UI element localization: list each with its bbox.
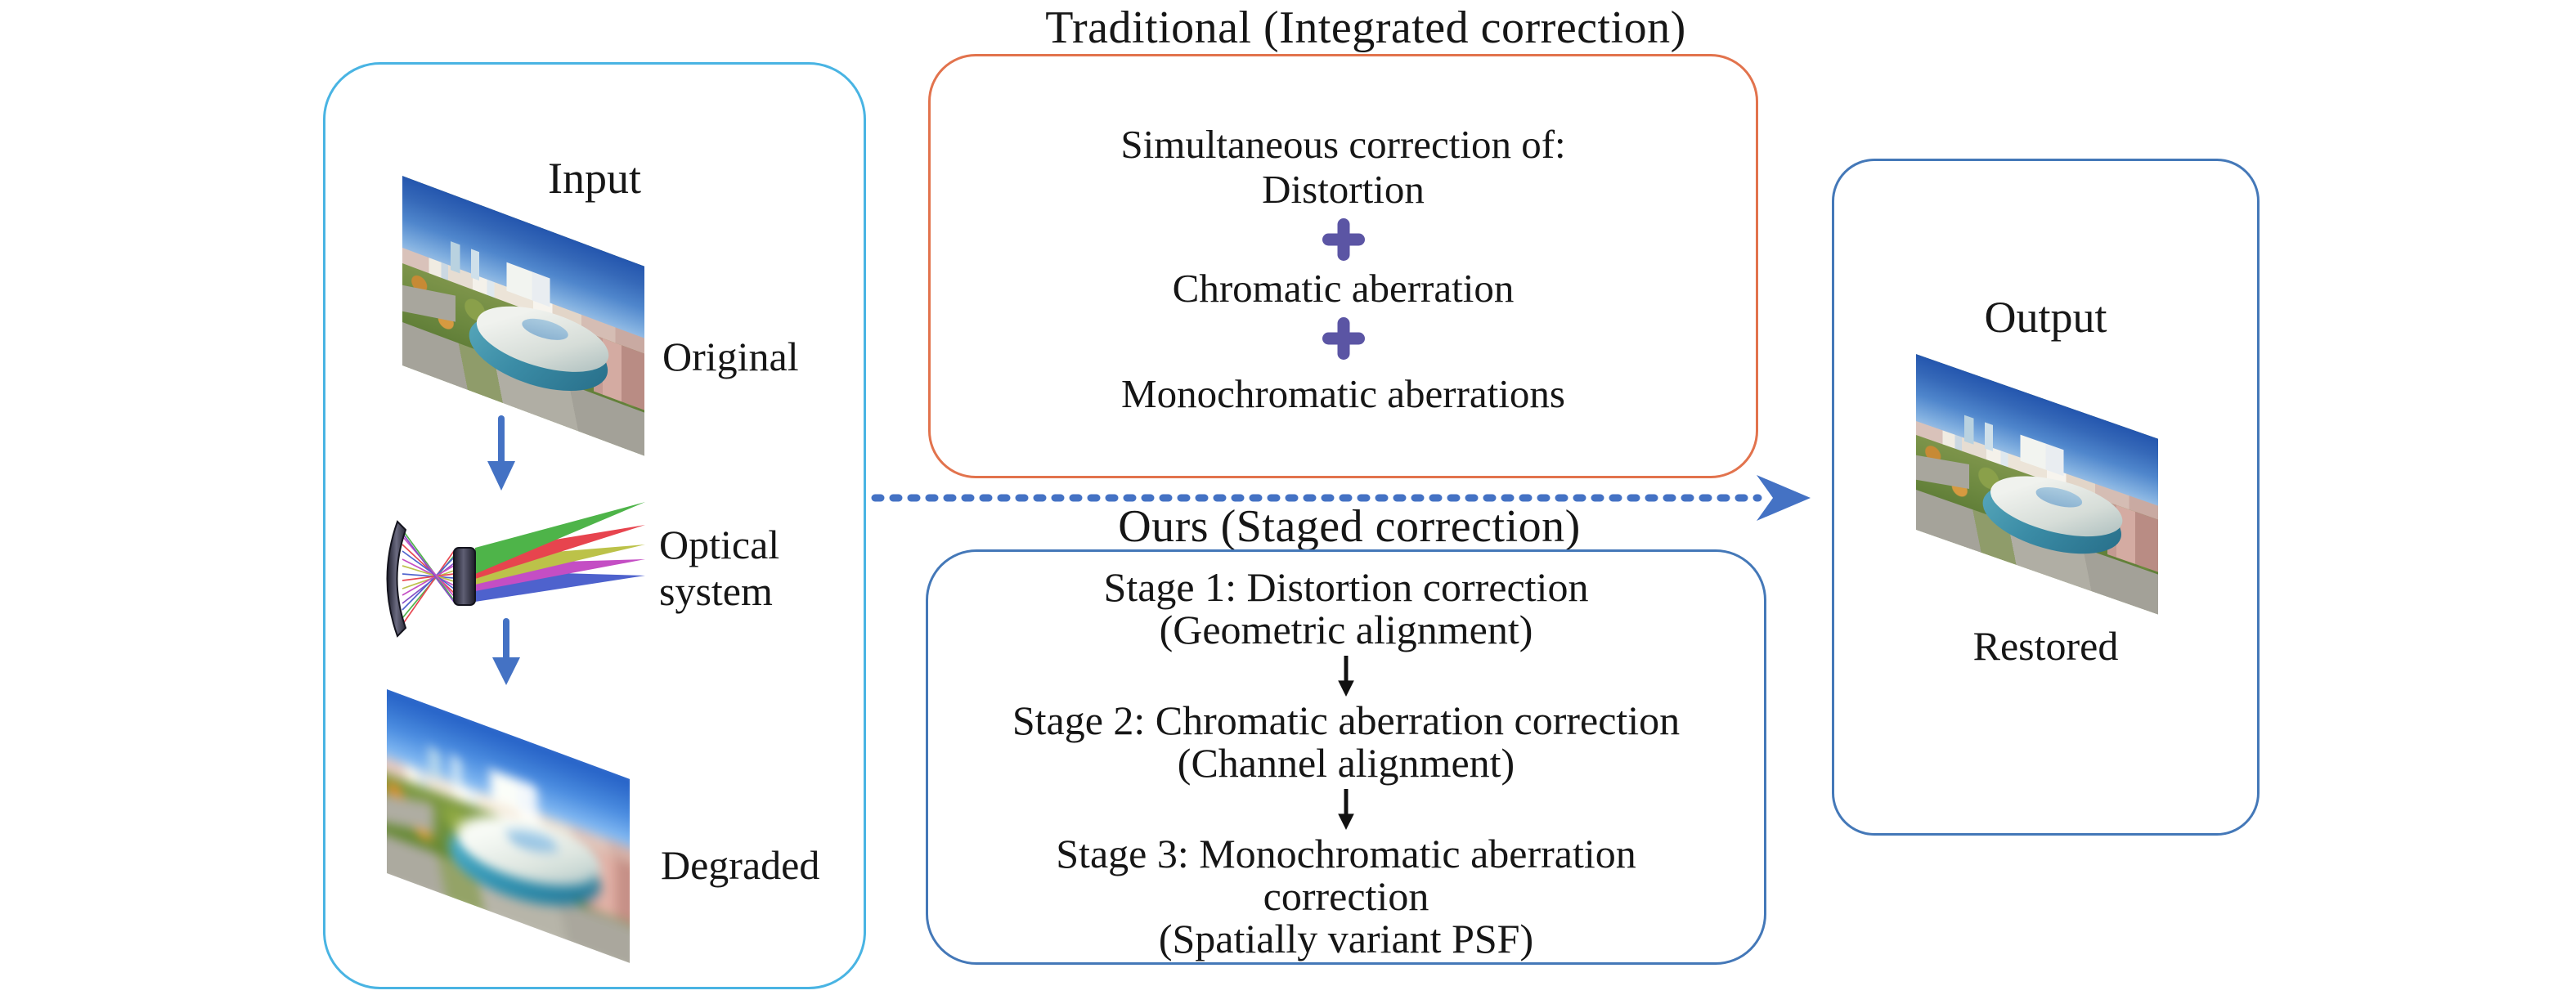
traditional-box-content: Simultaneous correction of: Distortion C… [933, 59, 1753, 473]
ray-bundle [402, 529, 455, 625]
traditional-line: Distortion [1262, 166, 1425, 212]
ours-title: Ours (Staged correction) [1118, 501, 1581, 552]
traditional-title: Traditional (Integrated correction) [1045, 2, 1686, 53]
staged-box: Stage 1: Distortion correction (Geometri… [926, 549, 1766, 965]
original-label: Original [662, 334, 799, 379]
stage1-line: Stage 1: Distortion correction [1103, 564, 1589, 610]
stage3-line2: correction [1263, 873, 1429, 919]
input-panel-title: Input [548, 154, 641, 203]
staged-box-content: Stage 1: Distortion correction (Geometri… [931, 554, 1761, 960]
lens-stop-icon [453, 547, 476, 606]
dashed-right-arrow-icon [871, 475, 1811, 521]
traditional-line: Chromatic aberration [1172, 265, 1515, 311]
stage1-subline: (Geometric alignment) [1159, 607, 1533, 652]
optical-system-illustration [386, 502, 645, 638]
stage-down-arrow-icon [1338, 789, 1354, 831]
traditional-line: Monochromatic aberrations [1121, 370, 1565, 416]
ray-fans [475, 502, 645, 602]
restored-label: Restored [1972, 623, 2119, 669]
output-panel-title: Output [1984, 293, 2107, 342]
plus-icon [1322, 218, 1365, 261]
traditional-box: Simultaneous correction of: Distortion C… [928, 54, 1758, 478]
stage-down-arrow-icon [1338, 656, 1354, 697]
stage2-line: Stage 2: Chromatic aberration correction [1012, 697, 1681, 743]
optical-system-label: Optical system [659, 522, 780, 614]
down-arrow-icon [487, 415, 515, 491]
degraded-label: Degraded [661, 842, 820, 888]
lens-icon [386, 520, 407, 638]
stage3-line: Stage 3: Monochromatic aberration [1056, 831, 1636, 876]
stage2-subline: (Channel alignment) [1177, 740, 1515, 786]
plus-icon [1322, 317, 1365, 360]
input-panel: Input [323, 62, 866, 989]
traditional-line: Simultaneous correction of: [1120, 122, 1566, 167]
output-panel: Output [1832, 159, 2260, 836]
stage3-subline: (Spatially variant PSF) [1158, 916, 1534, 961]
down-arrow-icon [492, 618, 520, 685]
